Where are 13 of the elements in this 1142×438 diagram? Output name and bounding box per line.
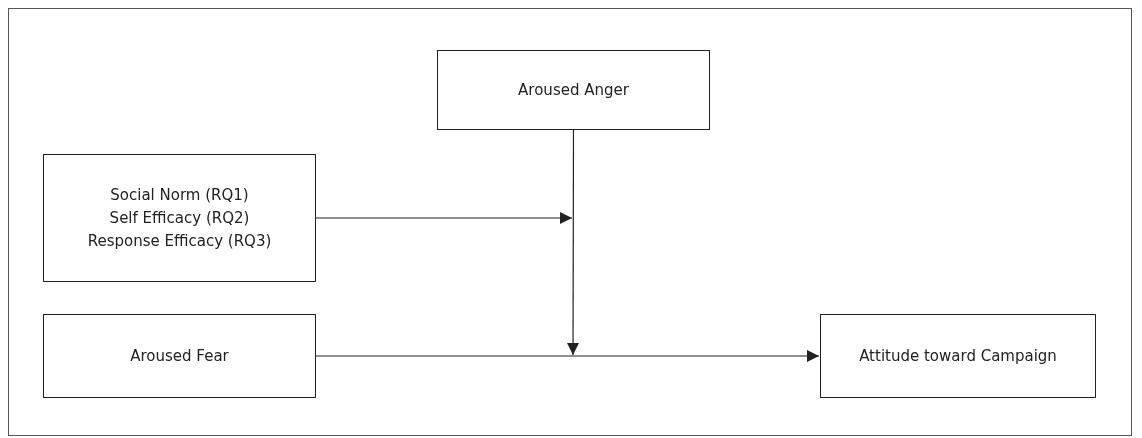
construct-label: Self Efficacy (RQ2) [109, 207, 250, 229]
construct-label: Aroused Fear [130, 345, 229, 367]
construct-label: Aroused Anger [518, 79, 629, 101]
construct-label: Social Norm (RQ1) [110, 184, 249, 206]
construct-label: Attitude toward Campaign [859, 345, 1057, 367]
construct-box [820, 314, 1096, 398]
construct-box [437, 50, 710, 130]
construct-label: Response Efficacy (RQ3) [87, 230, 272, 252]
arrow [315, 212, 573, 224]
construct-box [43, 314, 316, 398]
arrow [567, 129, 580, 356]
arrow [315, 350, 820, 362]
construct-box [43, 154, 316, 282]
